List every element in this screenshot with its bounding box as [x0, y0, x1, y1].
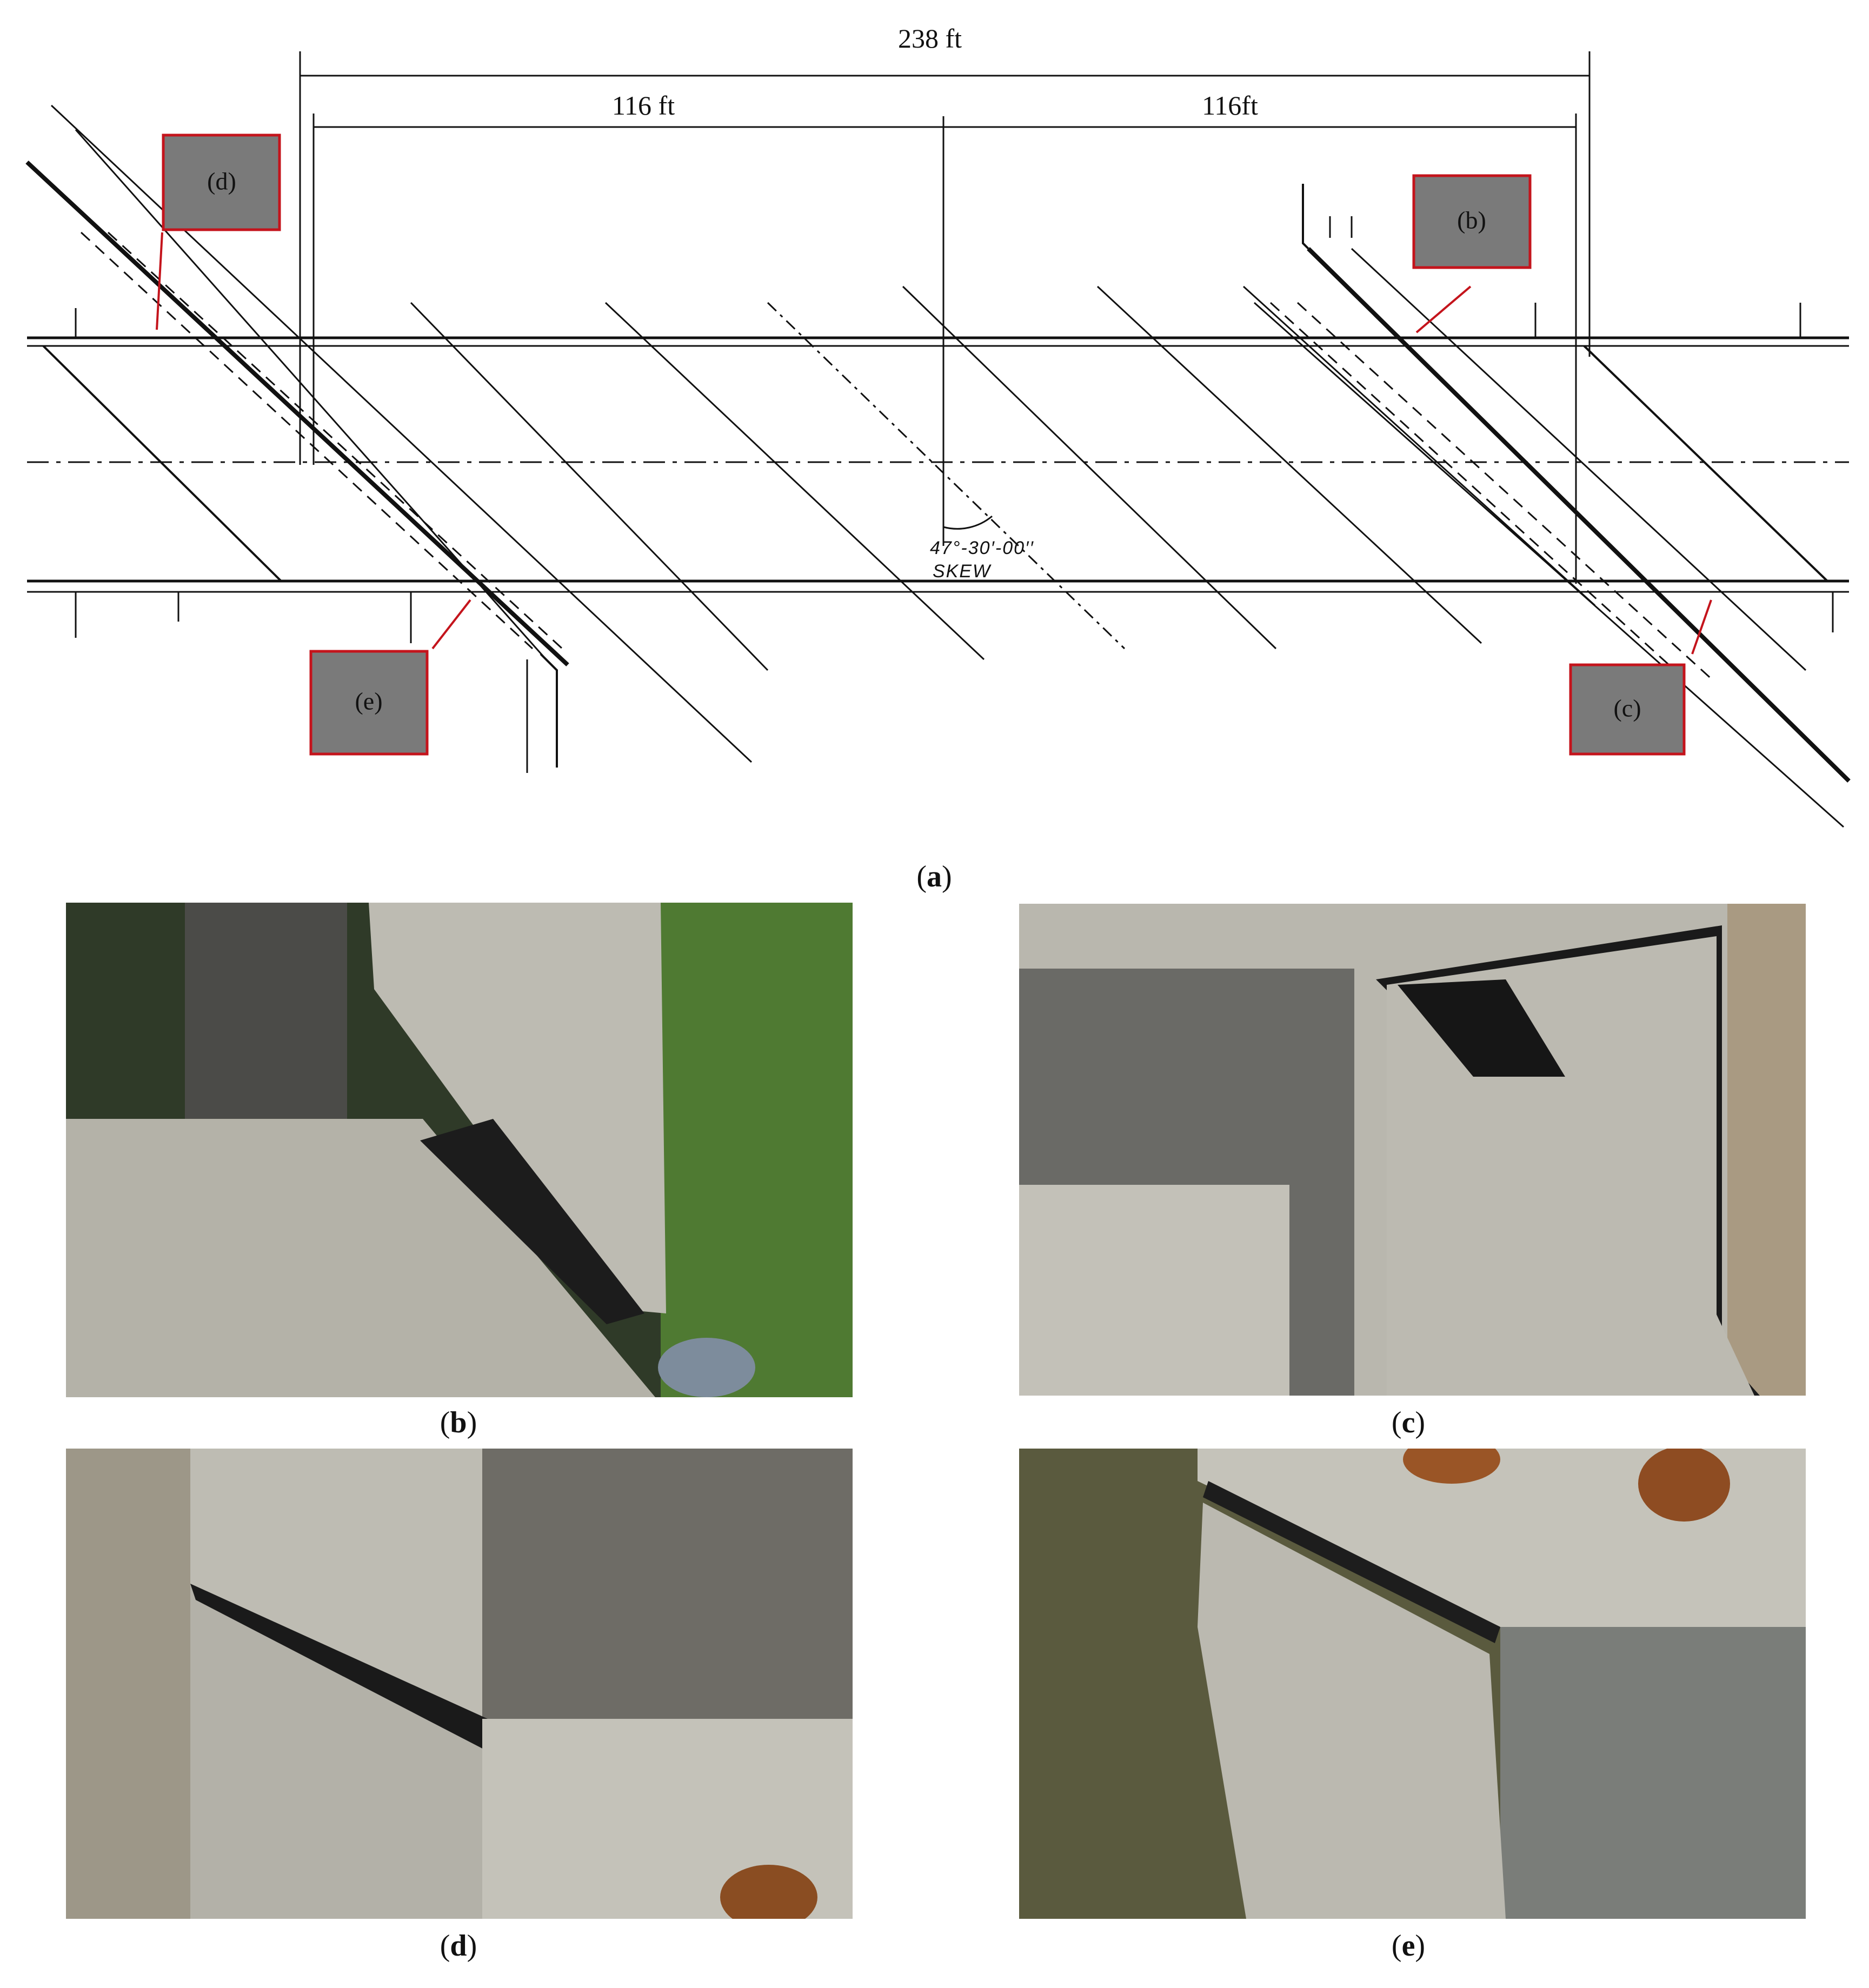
caption-a: (a)	[916, 860, 952, 893]
bridge-plan-drawing: 238 ft 116 ft 116ft 47°-30′-00′′ SKEW (d…	[25, 23, 1851, 828]
caption-c: (c)	[1391, 1406, 1426, 1439]
callout-d: (d)	[162, 134, 281, 231]
callout-c-label: (c)	[1613, 695, 1641, 722]
caption-b: (b)	[440, 1406, 477, 1439]
right-span-label: 116ft	[1202, 90, 1258, 121]
caption-d: (d)	[440, 1929, 477, 1963]
photo-b	[66, 903, 853, 1397]
photo-d	[66, 1449, 853, 1919]
photo-e	[1019, 1449, 1806, 1919]
callout-e: (e)	[309, 650, 429, 756]
skew-angle-label: 47°-30′-00′′	[930, 538, 1034, 558]
skew-label: SKEW	[933, 561, 992, 582]
callout-b: (b)	[1412, 174, 1532, 269]
callout-b-label: (b)	[1457, 206, 1486, 234]
callout-d-label: (d)	[207, 168, 236, 195]
caption-e: (e)	[1391, 1929, 1426, 1963]
photo-c	[1019, 904, 1806, 1396]
total-span-label: 238 ft	[898, 23, 962, 54]
left-span-label: 116 ft	[612, 90, 675, 121]
callout-c: (c)	[1569, 663, 1686, 756]
callout-e-label: (e)	[355, 688, 382, 715]
